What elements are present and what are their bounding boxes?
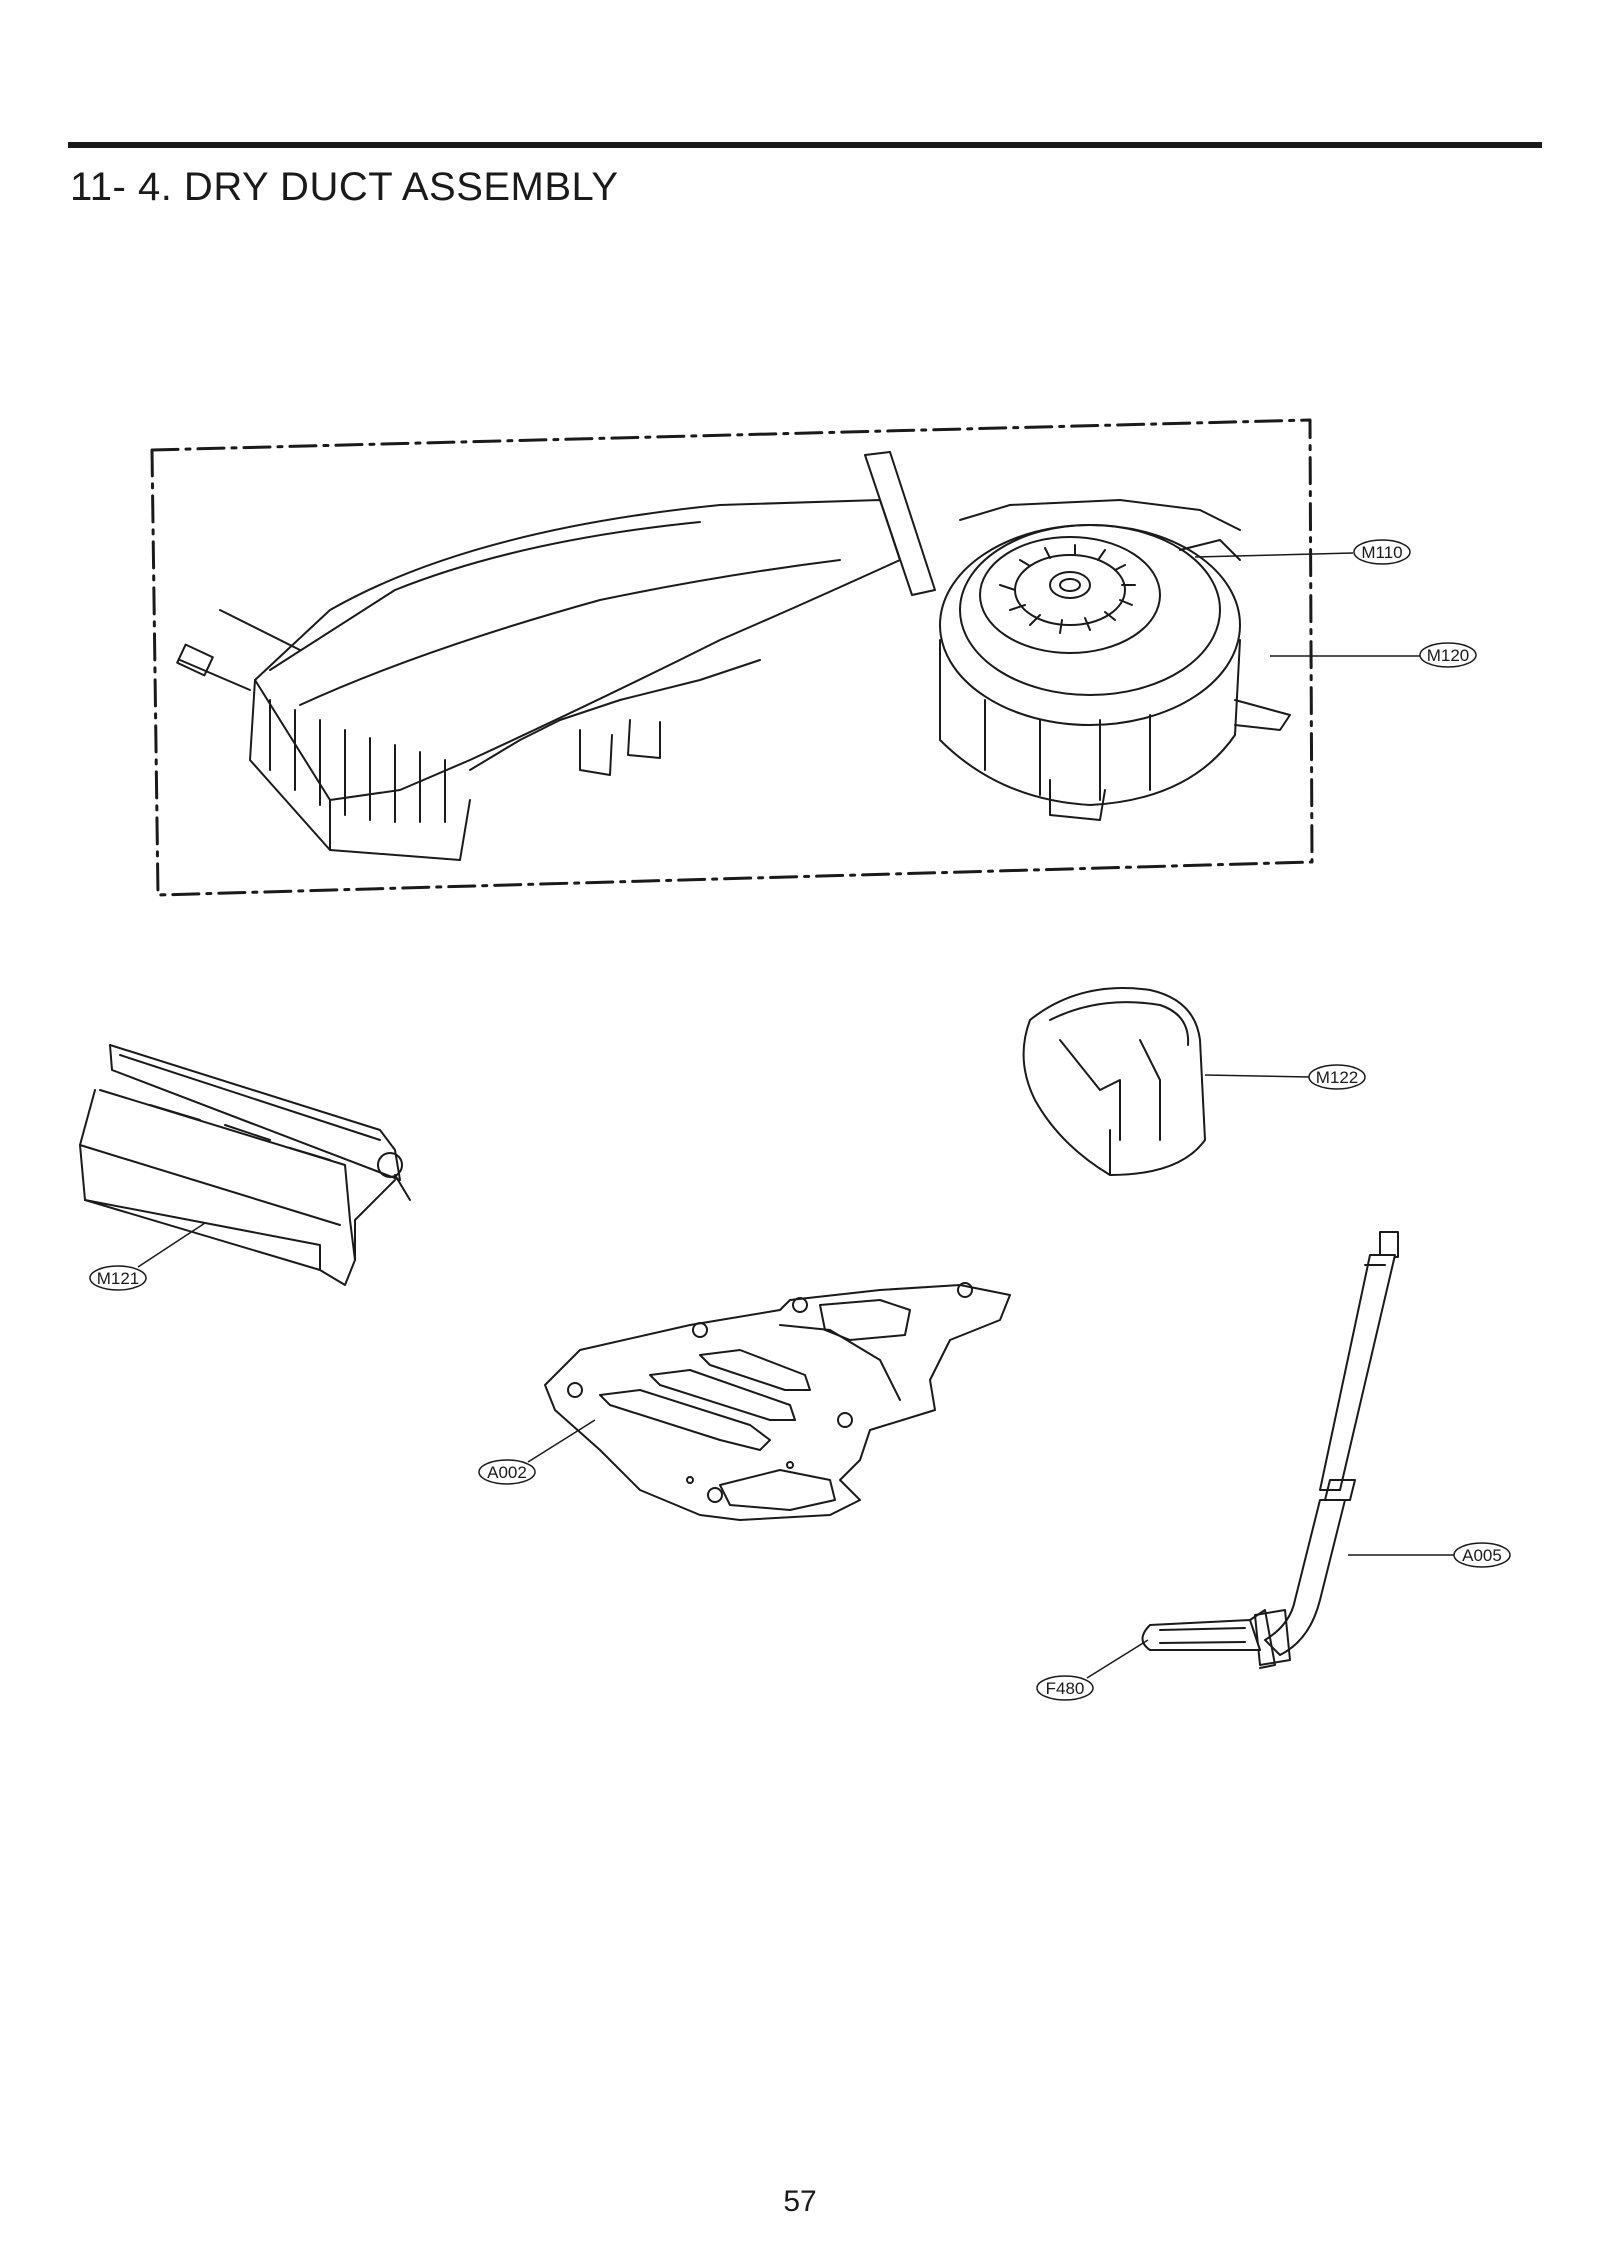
duct-assembly-drawing xyxy=(176,451,1291,861)
callout-a005-label: A005 xyxy=(1462,1546,1502,1565)
callout-a002: A002 xyxy=(478,1419,596,1485)
callout-m121-label: M121 xyxy=(97,1269,140,1288)
part-a002-drawing xyxy=(544,1282,1011,1521)
callout-f480-label: F480 xyxy=(1046,1679,1085,1698)
callout-f480: F480 xyxy=(1036,1639,1149,1701)
callout-m120-label: M120 xyxy=(1427,646,1470,665)
part-m122-drawing xyxy=(1022,987,1206,1176)
callout-m110: M110 xyxy=(1194,539,1411,565)
part-a005-drawing xyxy=(1254,1231,1399,1666)
callout-m122-label: M122 xyxy=(1316,1068,1359,1087)
section-title: 11- 4. DRY DUCT ASSEMBLY xyxy=(70,165,619,209)
callout-m121: M121 xyxy=(89,1222,206,1291)
callout-a005: A005 xyxy=(1348,1542,1511,1568)
header-rule xyxy=(68,142,1542,148)
page-number: 57 xyxy=(783,2185,817,2218)
assembly-boundary xyxy=(150,418,1314,897)
callout-a002-label: A002 xyxy=(487,1463,527,1482)
callout-m110-label: M110 xyxy=(1361,543,1402,562)
part-m121-drawing xyxy=(79,1044,411,1286)
callout-m122: M122 xyxy=(1204,1064,1366,1090)
callout-m120: M120 xyxy=(1270,642,1477,668)
